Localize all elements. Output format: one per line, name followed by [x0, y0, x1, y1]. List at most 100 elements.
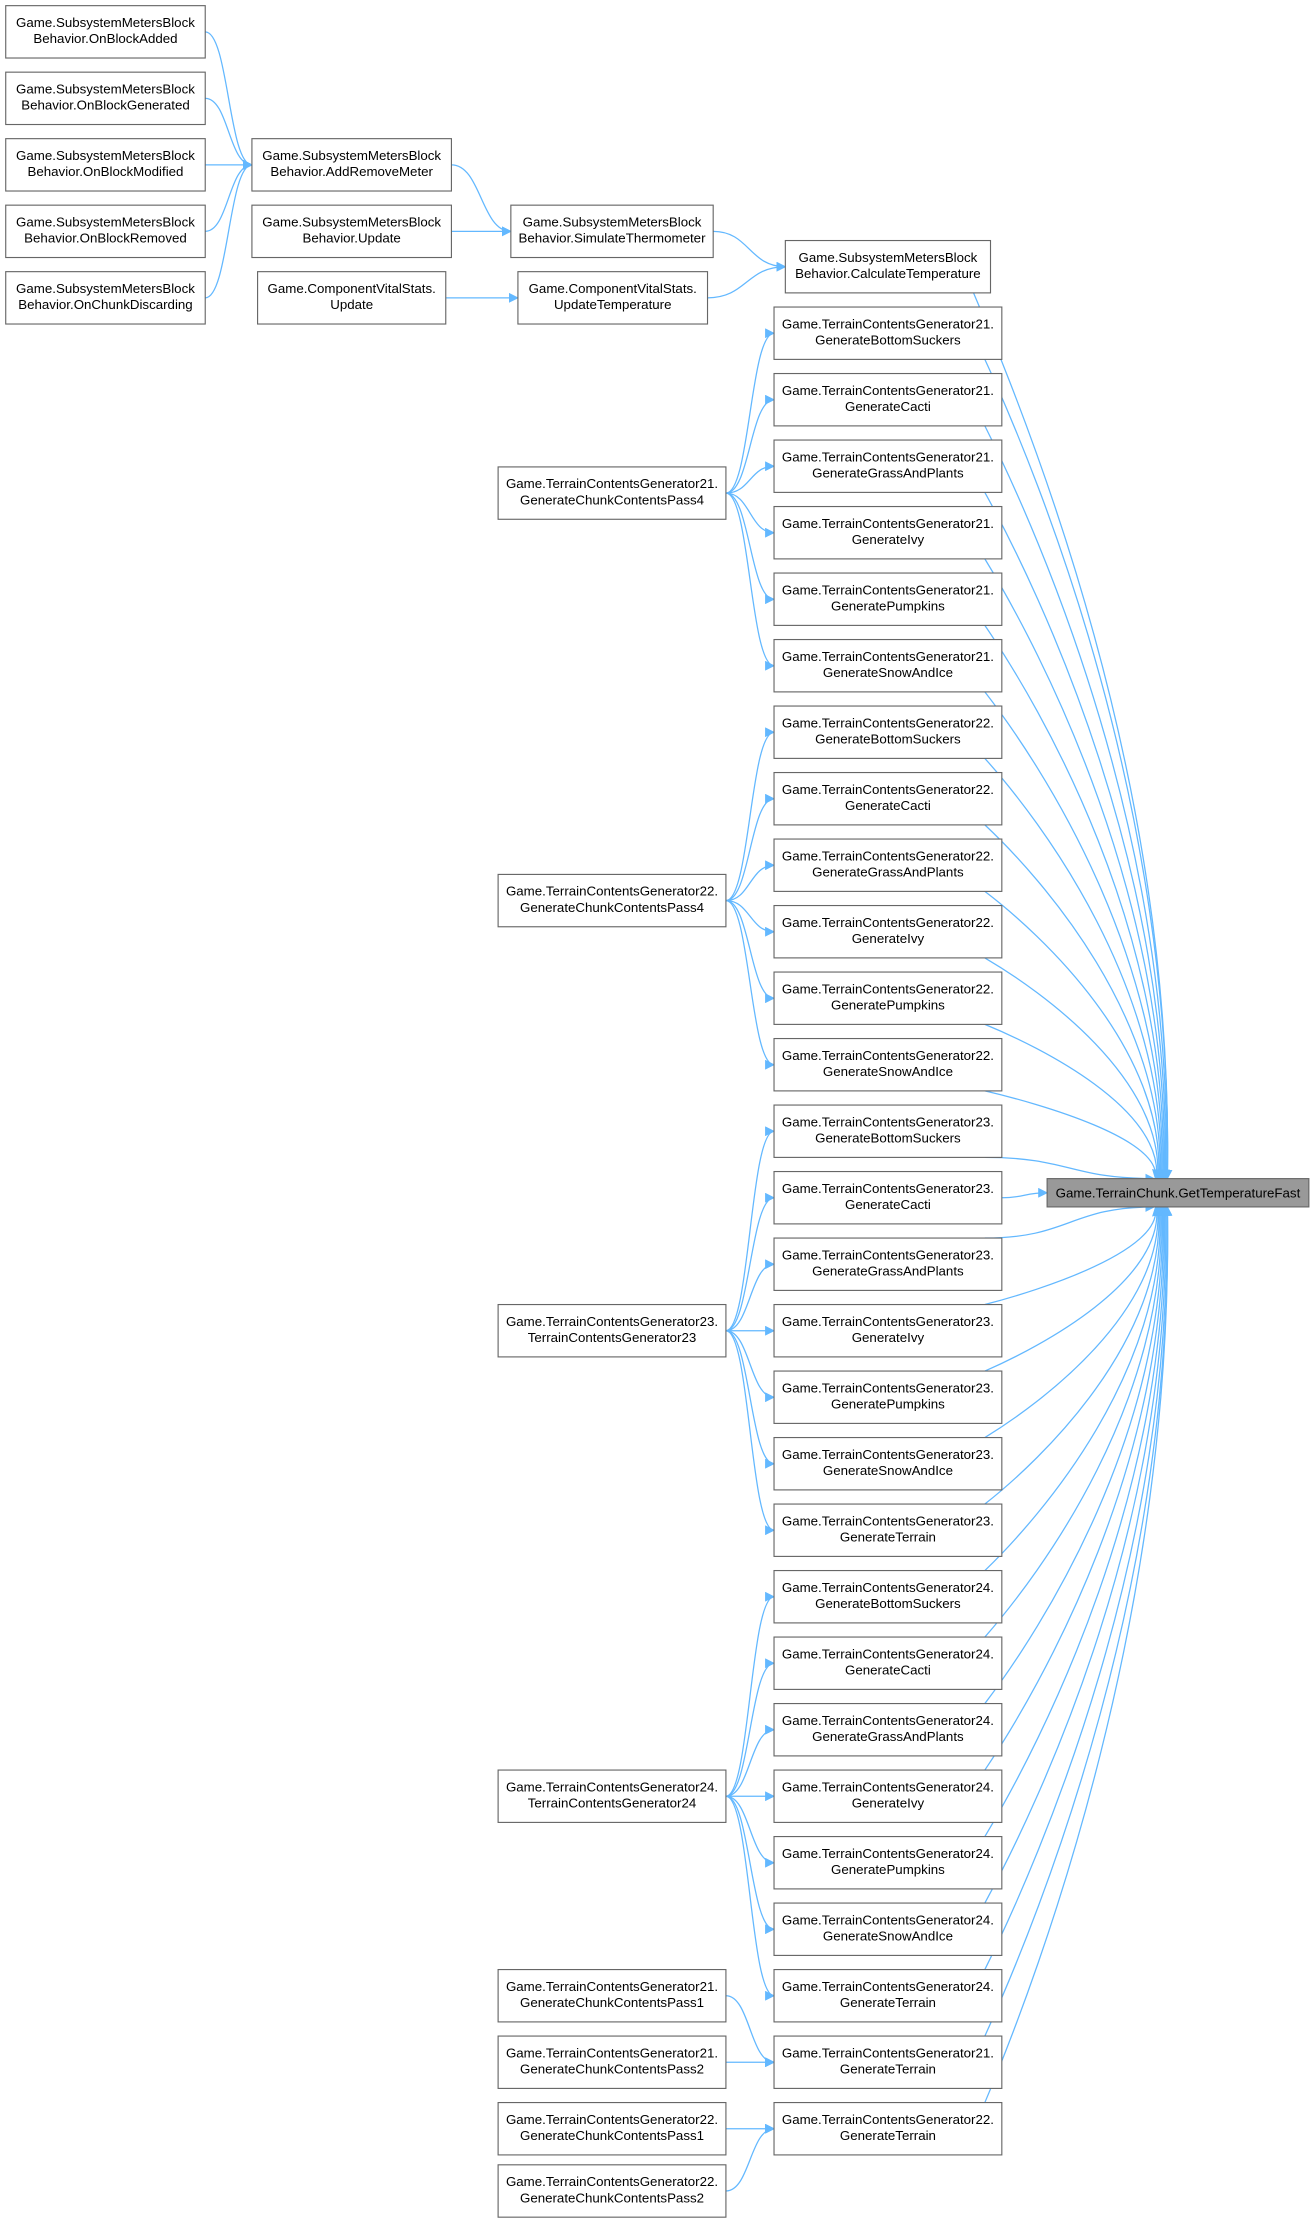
call-edge-g24_si-to-target — [984, 1205, 1171, 1904]
node-g21_ca[interactable]: Game.TerrainContentsGenerator21.Generate… — [773, 372, 1003, 427]
call-edge-g22_iv-to-target — [984, 957, 1164, 1180]
node-box — [773, 1902, 1003, 1956]
node-g22_te[interactable]: Game.TerrainContentsGenerator22.Generate… — [773, 2101, 1003, 2156]
node-g23_ca[interactable]: Game.TerrainContentsGenerator23.Generate… — [773, 1170, 1003, 1225]
node-box — [497, 1968, 727, 2023]
node-p4_21[interactable]: Game.TerrainContentsGenerator21.Generate… — [497, 466, 727, 520]
node-box — [773, 2035, 1003, 2089]
node-label-line1: Game.TerrainContentsGenerator21. — [782, 516, 994, 531]
node-g22_si[interactable]: Game.TerrainContentsGenerator22.Generate… — [773, 1037, 1003, 1092]
node-p1_22[interactable]: Game.TerrainContentsGenerator22.Generate… — [497, 2101, 727, 2156]
node-label-line2: Behavior.SimulateThermometer — [519, 231, 707, 246]
node-label-line1: Game.TerrainContentsGenerator24. — [782, 1979, 994, 1994]
node-simThermo[interactable]: Game.SubsystemMetersBlockBehavior.Simula… — [510, 204, 714, 259]
node-onBlockGenerated[interactable]: Game.SubsystemMetersBlockBehavior.OnBloc… — [5, 71, 206, 126]
node-box — [1046, 1178, 1310, 1208]
node-g23_te[interactable]: Game.TerrainContentsGenerator23.Generate… — [773, 1503, 1003, 1557]
node-box — [773, 505, 1003, 560]
node-g21_gp[interactable]: Game.TerrainContentsGenerator21.Generate… — [773, 439, 1003, 493]
call-edge-p4_22-to-g22_si — [725, 899, 776, 1070]
call-edge-ctor23-to-g23_ca — [725, 1192, 776, 1332]
node-g24_pu[interactable]: Game.TerrainContentsGenerator24.Generate… — [773, 1835, 1003, 1890]
node-g24_si[interactable]: Game.TerrainContentsGenerator24.Generate… — [773, 1902, 1003, 1956]
call-edge-g21_te-to-target — [984, 1205, 1173, 2037]
node-label-line2: GenerateChunkContentsPass2 — [520, 2062, 704, 2077]
node-label-line2: GeneratePumpkins — [831, 1862, 945, 1877]
node-addRemoveMeter[interactable]: Game.SubsystemMetersBlockBehavior.AddRem… — [251, 138, 452, 192]
node-box — [773, 904, 1003, 959]
node-p2_21[interactable]: Game.TerrainContentsGenerator21. Generate… — [497, 2035, 727, 2089]
node-box — [773, 1170, 1003, 1225]
node-updateTemp[interactable]: Game.ComponentVitalStats.UpdateTemperatu… — [517, 271, 709, 325]
node-label-line1: Game.TerrainContentsGenerator21. — [782, 316, 994, 331]
node-g23_gp[interactable]: Game.TerrainContentsGenerator23.Generate… — [773, 1237, 1003, 1291]
node-label-line2: Behavior.AddRemoveMeter — [270, 164, 433, 179]
node-g24_gp[interactable]: Game.TerrainContentsGenerator24.Generate… — [773, 1702, 1003, 1757]
node-label-line2: GenerateChunkContentsPass2 — [520, 2190, 704, 2205]
node-g21_te[interactable]: Game.TerrainContentsGenerator21.Generate… — [773, 2035, 1003, 2089]
call-edge-ctor23-to-g23_gp — [725, 1259, 776, 1332]
node-g24_iv[interactable]: Game.TerrainContentsGenerator24.Generate… — [773, 1769, 1003, 1823]
node-label-line2: UpdateTemperature — [554, 297, 672, 312]
node-label-line2: GenerateBottomSuckers — [815, 732, 961, 747]
node-label-line2: GenerateSnowAndIce — [823, 665, 953, 680]
node-g21_bs[interactable]: Game.TerrainContentsGenerator21.Generate… — [773, 306, 1003, 360]
node-g23_pu[interactable]: Game.TerrainContentsGenerator23.Generate… — [773, 1370, 1003, 1424]
node-label-line1: Game.TerrainContentsGenerator23. — [782, 1181, 994, 1196]
node-ctor24[interactable]: Game.TerrainContentsGenerator24.TerrainC… — [497, 1769, 727, 1823]
node-target[interactable]: Game.TerrainChunk.GetTemperatureFast — [1046, 1178, 1310, 1208]
node-p4_22[interactable]: Game.TerrainContentsGenerator22.Generate… — [497, 873, 727, 928]
node-g23_bs[interactable]: Game.TerrainContentsGenerator23.Generate… — [773, 1104, 1003, 1158]
call-edge-g24_gp-to-target — [984, 1205, 1168, 1704]
call-edge-g23_te-to-target — [984, 1205, 1165, 1505]
node-g21_iv[interactable]: Game.TerrainContentsGenerator21.Generate… — [773, 505, 1003, 560]
call-edge-g22_ca-to-target — [984, 824, 1166, 1180]
node-g24_te[interactable]: Game.TerrainContentsGenerator24.Generate… — [773, 1968, 1003, 2023]
node-g24_bs[interactable]: Game.TerrainContentsGenerator24.Generate… — [773, 1569, 1003, 1624]
node-g24_ca[interactable]: Game.TerrainContentsGenerator24.Generate… — [773, 1636, 1003, 1690]
node-g22_iv[interactable]: Game.TerrainContentsGenerator22.Generate… — [773, 904, 1003, 959]
node-label-line2: GenerateChunkContentsPass1 — [520, 2128, 704, 2143]
call-edge-ctor23-to-g23_te — [725, 1330, 776, 1536]
call-edge-p4_21-to-g21_bs — [725, 328, 776, 494]
node-g22_gp[interactable]: Game.TerrainContentsGenerator22.Generate… — [773, 838, 1003, 892]
node-p2_22[interactable]: Game.TerrainContentsGenerator22.Generate… — [497, 2164, 727, 2218]
call-edge-g21_si-to-target — [984, 691, 1168, 1180]
node-g22_pu[interactable]: Game.TerrainContentsGenerator22.Generate… — [773, 971, 1003, 1025]
node-onChunkDiscarding[interactable]: Game.SubsystemMetersBlockBehavior.OnChun… — [5, 271, 206, 325]
call-edge-p4_21-to-g21_ca — [725, 394, 776, 494]
node-g21_pu[interactable]: Game.TerrainContentsGenerator21.Generate… — [773, 572, 1003, 626]
node-label-line2: GenerateChunkContentsPass4 — [520, 492, 704, 507]
node-ctor23[interactable]: Game.TerrainContentsGenerator23.TerrainC… — [497, 1303, 727, 1358]
node-box — [5, 204, 206, 259]
node-label-line2: GenerateBottomSuckers — [815, 1131, 961, 1146]
node-g21_si[interactable]: Game.TerrainContentsGenerator21.Generate… — [773, 638, 1003, 693]
node-box — [773, 572, 1003, 626]
node-g22_ca[interactable]: Game.TerrainContentsGenerator22.Generate… — [773, 771, 1003, 826]
node-label-line2: TerrainContentsGenerator24 — [528, 1796, 697, 1811]
node-g22_bs[interactable]: Game.TerrainContentsGenerator22.Generate… — [773, 705, 1003, 759]
node-onBlockModified[interactable]: Game.SubsystemMetersBlockBehavior.OnBloc… — [5, 138, 206, 192]
node-label-line1: Game.TerrainContentsGenerator22. — [782, 848, 994, 863]
node-box — [773, 372, 1003, 427]
node-box — [773, 838, 1003, 892]
node-box — [773, 1436, 1003, 1491]
node-label-line1: Game.TerrainContentsGenerator22. — [782, 782, 994, 797]
node-label-line2: Behavior.OnBlockGenerated — [21, 98, 190, 113]
node-label-line1: Game.TerrainContentsGenerator21. — [782, 649, 994, 664]
node-label-line2: GenerateGrassAndPlants — [812, 466, 964, 481]
call-edge-g24_bs-to-target — [984, 1205, 1166, 1572]
node-onBlockAdded[interactable]: Game.SubsystemMetersBlockBehavior.OnBloc… — [5, 5, 206, 59]
node-label-line2: TerrainContentsGenerator23 — [528, 1330, 697, 1345]
node-calcTemp[interactable]: Game.SubsystemMetersBlockBehavior.Calcul… — [784, 239, 992, 294]
node-g23_iv[interactable]: Game.TerrainContentsGenerator23.Generate… — [773, 1303, 1003, 1358]
node-label-line2: GenerateIvy — [852, 931, 925, 946]
node-p1_21[interactable]: Game.TerrainContentsGenerator21.Generate… — [497, 1968, 727, 2023]
node-onBlockRemoved[interactable]: Game.SubsystemMetersBlockBehavior.OnBloc… — [5, 204, 206, 259]
node-label-line1: Game.TerrainContentsGenerator21. — [506, 2045, 718, 2060]
node-g23_si[interactable]: Game.TerrainContentsGenerator23.Generate… — [773, 1436, 1003, 1491]
node-vitalUpdate[interactable]: Game.ComponentVitalStats.Update — [257, 271, 447, 325]
call-edge-g23_pu-to-target — [984, 1205, 1163, 1372]
node-box — [510, 204, 714, 259]
